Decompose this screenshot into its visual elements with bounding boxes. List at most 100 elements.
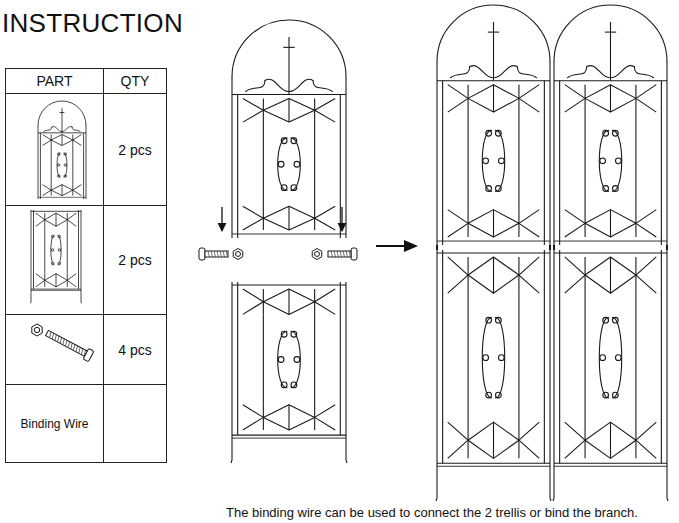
trellis-stroke [436,62,437,246]
title: INSTRUCTION [2,8,183,39]
scroll-curl [496,392,502,398]
scroll-curl [281,331,287,337]
trellis-stroke [559,250,560,463]
scroll-curl [486,317,492,323]
trellis-stroke [442,81,443,245]
trellis-stroke [232,438,346,439]
trellis-stroke [62,185,63,196]
trellis-stroke [32,324,42,336]
trellis-stroke [237,282,238,435]
cell-text: 4 pcs [118,342,151,358]
table-cell: 4 pcs [104,315,166,384]
scroll-curl [291,185,297,191]
trellis-stroke [599,317,608,398]
trellis-stroke [635,257,636,293]
trellis-stroke [468,210,469,237]
trellis-stroke [64,153,67,177]
trellis-stroke [340,251,342,257]
trellis-stroke [468,257,469,293]
trellis-stroke [482,317,491,398]
caption: The binding wire can be used to connect … [226,505,638,520]
trellis-stroke [72,344,76,350]
trellis-stroke [666,62,667,246]
trellis-stroke [31,211,81,212]
trellis-stroke [554,466,667,467]
trellis-stroke [517,67,536,78]
trellis-stroke [544,250,545,463]
trellis-stroke [442,250,443,463]
trellis-stroke [494,66,518,78]
trellis-stroke [263,122,264,206]
trellis-stroke [468,293,469,422]
trellis-stroke [345,77,346,238]
trellis-stroke [468,85,469,112]
assembled-trellis [436,5,668,501]
trellis-stroke [496,130,505,191]
trellis-stroke [610,22,611,81]
scroll-curl [51,235,54,238]
cell-text: PART [36,73,72,89]
trellis-stroke [233,249,243,260]
trellis-stroke [72,185,73,196]
trellis-stroke [313,80,332,91]
scroll-curl [486,186,492,192]
trellis-stroke [80,349,84,355]
scroll-curl [613,186,619,192]
trellis-stroke [337,251,339,257]
trellis-stroke [283,47,294,48]
trellis-stroke [552,498,554,501]
scroll-curl [291,331,297,337]
trellis-stroke [263,314,264,404]
trellis-stroke [278,138,287,191]
trellis-stroke [518,85,519,112]
trellis-stroke [666,250,667,498]
trellis-drawings [31,5,668,501]
trellis-stroke [610,210,611,237]
trellis-stroke [72,146,73,185]
table-cell: 2 pcs [104,94,166,205]
scroll-curl [278,161,284,167]
trellis-stroke [345,282,346,460]
trellis-stroke [635,85,636,112]
cell-text: QTY [121,73,150,89]
trellis-stroke [58,235,61,265]
trellis-stroke [231,77,232,238]
trellis-stroke [585,210,586,237]
trellis-stroke [86,125,87,199]
trellis-stroke [38,125,39,199]
scroll-curl [486,130,492,136]
trellis-stroke [331,251,333,257]
trellis-stroke [62,126,72,131]
trellis-stroke [48,332,52,338]
trellis-stroke [211,251,213,257]
scroll-curl [615,158,621,164]
trellis-stroke [44,274,45,287]
trellis-stroke [232,435,346,436]
trellis-stroke [610,257,611,293]
trellis-stroke [343,251,345,257]
trellis-stroke [518,112,519,210]
trellis-stroke [437,252,550,253]
trellis-stroke [553,62,554,246]
scroll-curl [281,382,287,388]
trellis-stroke [51,333,55,339]
nut-hole [236,252,241,257]
trellis-stroke [661,81,662,245]
trellis-stroke [605,32,616,33]
table-header: PART [6,69,103,93]
trellis-stroke [246,80,265,91]
trellis-stroke [31,290,81,291]
cell-text: 2 pcs [118,142,151,158]
trellis-stroke [451,67,470,78]
trellis-stroke [488,32,499,33]
trellis-stroke [31,210,32,302]
scroll-curl [486,392,492,398]
trellis-stroke [553,245,555,250]
trellis-stroke [40,133,41,199]
trellis-stroke [56,336,60,342]
trellis-stroke [661,250,662,463]
scroll-curl [603,392,609,398]
trellis-stroke [585,112,586,210]
scroll-curl [483,355,489,361]
trellis-stroke [493,422,494,458]
